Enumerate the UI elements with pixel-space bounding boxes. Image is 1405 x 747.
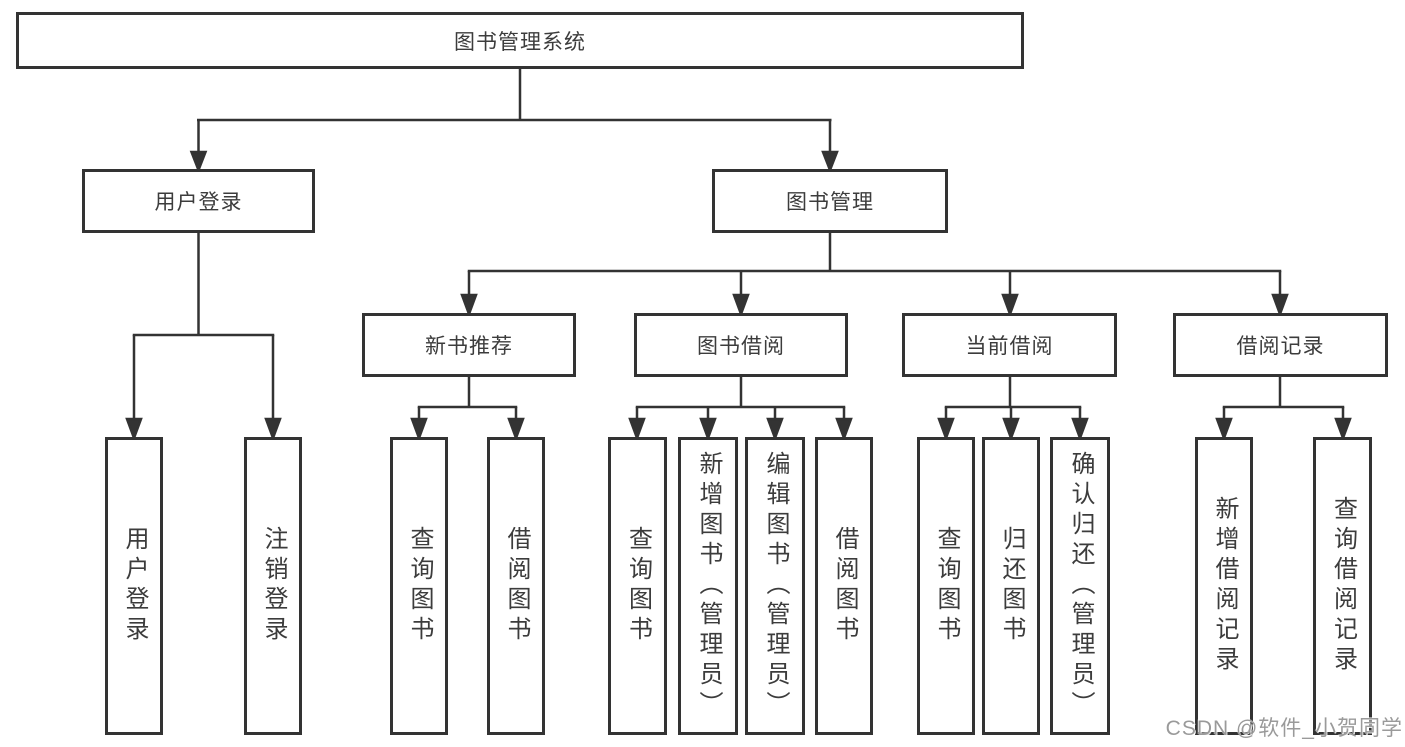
node-borrowing-records: 借阅记录 (1173, 313, 1388, 377)
node-label: 借阅图书 (831, 526, 858, 646)
connector-user-login-to-leaves (125, 232, 282, 442)
node-library-management-system: 图书管理系统 (16, 12, 1024, 69)
node-label: 当前借阅 (965, 335, 1054, 358)
leaf-add-books-admin: 新增图书（管理员） (678, 437, 738, 735)
leaf-borrow-books: 借阅图书 (815, 437, 873, 735)
node-label: 图书管理 (786, 191, 874, 214)
leaf-query-books-current: 查询图书 (917, 437, 975, 735)
leaf-user-login: 用户登录 (105, 437, 163, 735)
watermark-text: CSDN @软件_小贺同学 (1165, 717, 1403, 740)
leaf-confirm-return-admin: 确认归还（管理员） (1050, 437, 1110, 735)
node-label: 归还图书 (998, 526, 1025, 646)
node-label: 图书管理系统 (454, 30, 586, 54)
connector-new-book-recommend-to-leaves (410, 376, 525, 442)
node-book-borrowing: 图书借阅 (634, 313, 848, 377)
leaf-borrow-books-recommend: 借阅图书 (487, 437, 545, 735)
leaf-query-books-borrowing: 查询图书 (608, 437, 667, 735)
leaf-add-borrow-record: 新增借阅记录 (1195, 437, 1253, 735)
connector-current-borrowing-to-leaves (937, 376, 1089, 442)
node-label: 查询图书 (624, 526, 652, 646)
node-user-login: 用户登录 (82, 169, 315, 233)
node-label: 查询图书 (406, 526, 433, 646)
node-label: 查询图书 (933, 526, 960, 646)
node-label: 编辑图书（管理员） (762, 451, 789, 721)
leaf-logout: 注销登录 (244, 437, 302, 735)
node-label: 用户登录 (121, 526, 148, 646)
node-label: 借阅记录 (1236, 335, 1325, 358)
node-label: 查询借阅记录 (1329, 496, 1357, 676)
node-book-management: 图书管理 (712, 169, 948, 233)
leaf-query-borrow-record: 查询借阅记录 (1313, 437, 1372, 735)
leaf-return-books: 归还图书 (982, 437, 1040, 735)
node-label: 注销登录 (260, 526, 287, 646)
leaf-query-books-recommend: 查询图书 (390, 437, 448, 735)
node-label: 新增图书（管理员） (695, 451, 722, 721)
connector-book-borrowing-to-leaves (628, 376, 853, 442)
connector-book-management-to-level3 (460, 232, 1289, 318)
leaf-edit-books-admin: 编辑图书（管理员） (745, 437, 805, 735)
node-label: 用户登录 (154, 191, 243, 214)
node-current-borrowing: 当前借阅 (902, 313, 1117, 377)
node-label: 新书推荐 (425, 335, 513, 358)
connector-borrowing-records-to-leaves (1215, 376, 1352, 442)
connector-root-to-level2 (189, 69, 839, 174)
node-label: 新增借阅记录 (1211, 496, 1238, 676)
node-new-book-recommend: 新书推荐 (362, 313, 576, 377)
node-label: 确认归还（管理员） (1067, 451, 1094, 721)
node-label: 图书借阅 (697, 335, 785, 358)
node-label: 借阅图书 (503, 526, 530, 646)
